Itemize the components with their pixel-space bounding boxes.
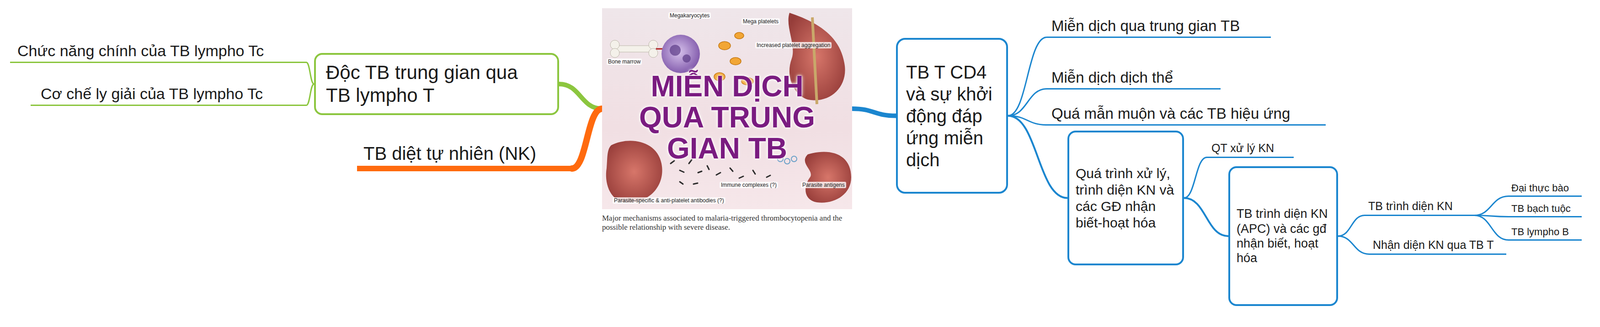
topic-text: Cơ chế ly giải của TB lympho Tc (40, 85, 304, 103)
illustration-label: Parasite antigens (800, 181, 847, 189)
subtopic: TB trình diện KN (1364, 199, 1475, 217)
subtopic: Cơ chế ly giải của TB lympho Tc (30, 85, 307, 107)
topic-text: Miễn dịch dịch thể (1051, 69, 1218, 87)
illustration-label: Parasite-specific & anti-platelet antibo… (612, 197, 726, 204)
topic-text: Đại thực bào (1511, 182, 1579, 194)
branch-connector (1338, 215, 1365, 237)
topic-text: TB lympho B (1511, 226, 1579, 238)
main-topic: TB diệt tự nhiên (NK) (357, 143, 572, 172)
subtopic: Miễn dịch qua trung gian TB (1046, 17, 1271, 38)
megakaryocyte (661, 34, 700, 74)
branch-connector (1008, 116, 1068, 199)
topic-box: Độc TB trung gian qua TB lympho T (314, 53, 560, 116)
illustration-label: Mega platelets (741, 18, 780, 25)
branch-connector (1474, 196, 1509, 216)
branch-connector (1008, 37, 1047, 117)
liver (805, 151, 852, 203)
subtopic: Chức năng chính của TB lympho Tc (10, 42, 307, 64)
topic-text: QT xử lý KN (1211, 141, 1291, 155)
illustration-label: Bone marrow (606, 58, 642, 65)
topic-text: TB bạch tuộc (1511, 202, 1579, 215)
subtopic: Miễn dịch dịch thể (1046, 69, 1221, 90)
topic-box: Quá trình xử lý, trình diện KN và các GĐ… (1067, 130, 1184, 266)
topic-text: TB trình diện KN (1368, 199, 1472, 214)
topic-text: Quá trình xử lý, trình diện KN và các GĐ… (1075, 165, 1176, 232)
branch-connector (571, 108, 603, 169)
central-topic: MIỄN DỊCH QUA TRUNG GIAN TB (602, 8, 853, 210)
branch-connector (1008, 89, 1047, 117)
subtopic: TB lympho B (1508, 226, 1582, 241)
figure-caption: Major mechanisms associated to malaria-t… (602, 213, 853, 233)
illustration-label: Immune complexes (?) (719, 181, 779, 189)
central-title: MIỄN DỊCH QUA TRUNG GIAN TB (629, 71, 825, 165)
branch-connector (1184, 157, 1207, 199)
topic-text: Miễn dịch qua trung gian TB (1051, 17, 1269, 35)
subtopic: QT xử lý KN (1206, 141, 1294, 159)
illustration-label: Increased platelet aggregation (755, 42, 832, 49)
spleen (606, 140, 663, 203)
topic-text: Quá mẫn muộn và các TB hiệu ứng (1051, 105, 1323, 123)
branch-connector (1338, 236, 1370, 255)
topic-text: Độc TB trung gian qua TB lympho T (325, 61, 548, 108)
branch-connector (1474, 215, 1509, 241)
topic-text: TB diệt tự nhiên (NK) (363, 143, 570, 165)
branch-connector (852, 108, 896, 117)
subtopic: TB bạch tuộc (1508, 202, 1582, 218)
topic-text: TB T CD4 và sự khởi động đáp ứng miễn dị… (906, 61, 998, 171)
subtopic: Nhận diện KN qua TB T (1369, 238, 1507, 256)
bone (610, 40, 667, 58)
branch-connector (559, 84, 603, 109)
branch-connector (306, 84, 315, 106)
illustration-ground (602, 8, 853, 210)
branch-connector (306, 62, 315, 85)
topic-text: Chức năng chính của TB lympho Tc (17, 42, 304, 60)
illustration-label: Megakaryocytes (668, 12, 711, 19)
topic-text: TB trình diện KN (APC) và các gđ nhận bi… (1236, 206, 1330, 267)
topic-text: Nhận diện KN qua TB T (1372, 238, 1504, 252)
subtopic: Quá mẫn muộn và các TB hiệu ứng (1046, 105, 1326, 126)
branch-connector (1184, 198, 1229, 237)
topic-box: TB T CD4 và sự khởi động đáp ứng miễn dị… (896, 37, 1008, 194)
subtopic: Đại thực bào (1508, 182, 1582, 198)
topic-box: TB trình diện KN (APC) và các gđ nhận bi… (1228, 166, 1339, 307)
